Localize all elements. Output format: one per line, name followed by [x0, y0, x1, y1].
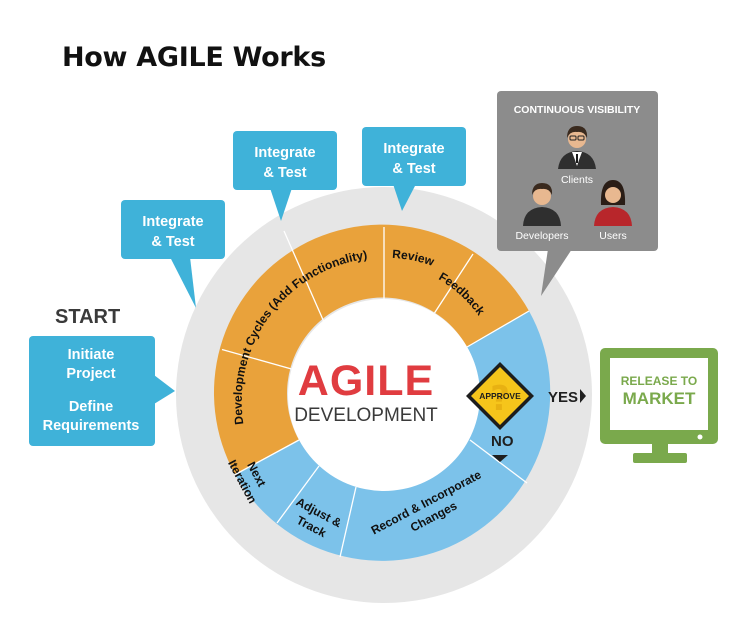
question-mark-icon: ?: [490, 379, 510, 419]
svg-text:& Test: & Test: [392, 161, 435, 177]
callout-integrate-2: Integrate & Test: [233, 131, 337, 221]
approve-diamond: ? APPROVE: [466, 362, 534, 430]
svg-text:Project: Project: [66, 366, 115, 382]
svg-text:Requirements: Requirements: [43, 418, 140, 434]
client-icon: [558, 126, 596, 169]
svg-text:Integrate: Integrate: [254, 145, 315, 161]
user-icon: [594, 180, 632, 226]
approve-label: APPROVE: [479, 391, 521, 401]
svg-text:Integrate: Integrate: [142, 214, 203, 230]
center-agile: AGILE: [298, 357, 434, 405]
release-line-2: MARKET: [623, 389, 696, 408]
release-line-1: RELEASE TO: [621, 374, 697, 388]
person-clients: Clients: [561, 174, 593, 186]
start-label: START: [55, 306, 120, 328]
developer-icon: [523, 183, 561, 226]
no-arrow-icon: [492, 455, 508, 462]
visibility-heading: CONTINUOUS VISIBILITY: [514, 104, 641, 116]
person-developers: Developers: [515, 230, 568, 242]
svg-text:Initiate: Initiate: [68, 347, 115, 363]
svg-text:& Test: & Test: [151, 234, 194, 250]
start-box: Initiate Project Define Requirements: [29, 336, 175, 446]
visibility-panel: CONTINUOUS VISIBILITY Clients Developers…: [497, 91, 658, 296]
center-development: DEVELOPMENT: [294, 405, 438, 426]
yes-arrow-icon: [580, 389, 586, 403]
svg-text:Integrate: Integrate: [383, 141, 444, 157]
orange-band: [213, 224, 530, 475]
center-disc: [288, 299, 480, 491]
svg-text:& Test: & Test: [263, 165, 306, 181]
segment-dividers: [221, 227, 530, 558]
yes-label: YES: [548, 389, 578, 406]
svg-text:Define: Define: [69, 399, 113, 415]
callout-integrate-3: Integrate & Test: [362, 127, 466, 211]
callout-integrate-1: Integrate & Test: [121, 200, 225, 308]
person-users: Users: [599, 230, 626, 242]
blue-band: [235, 311, 551, 561]
page-title: How AGILE Works: [62, 42, 326, 73]
release-monitor: RELEASE TO MARKET: [600, 348, 718, 463]
no-label: NO: [491, 433, 514, 450]
